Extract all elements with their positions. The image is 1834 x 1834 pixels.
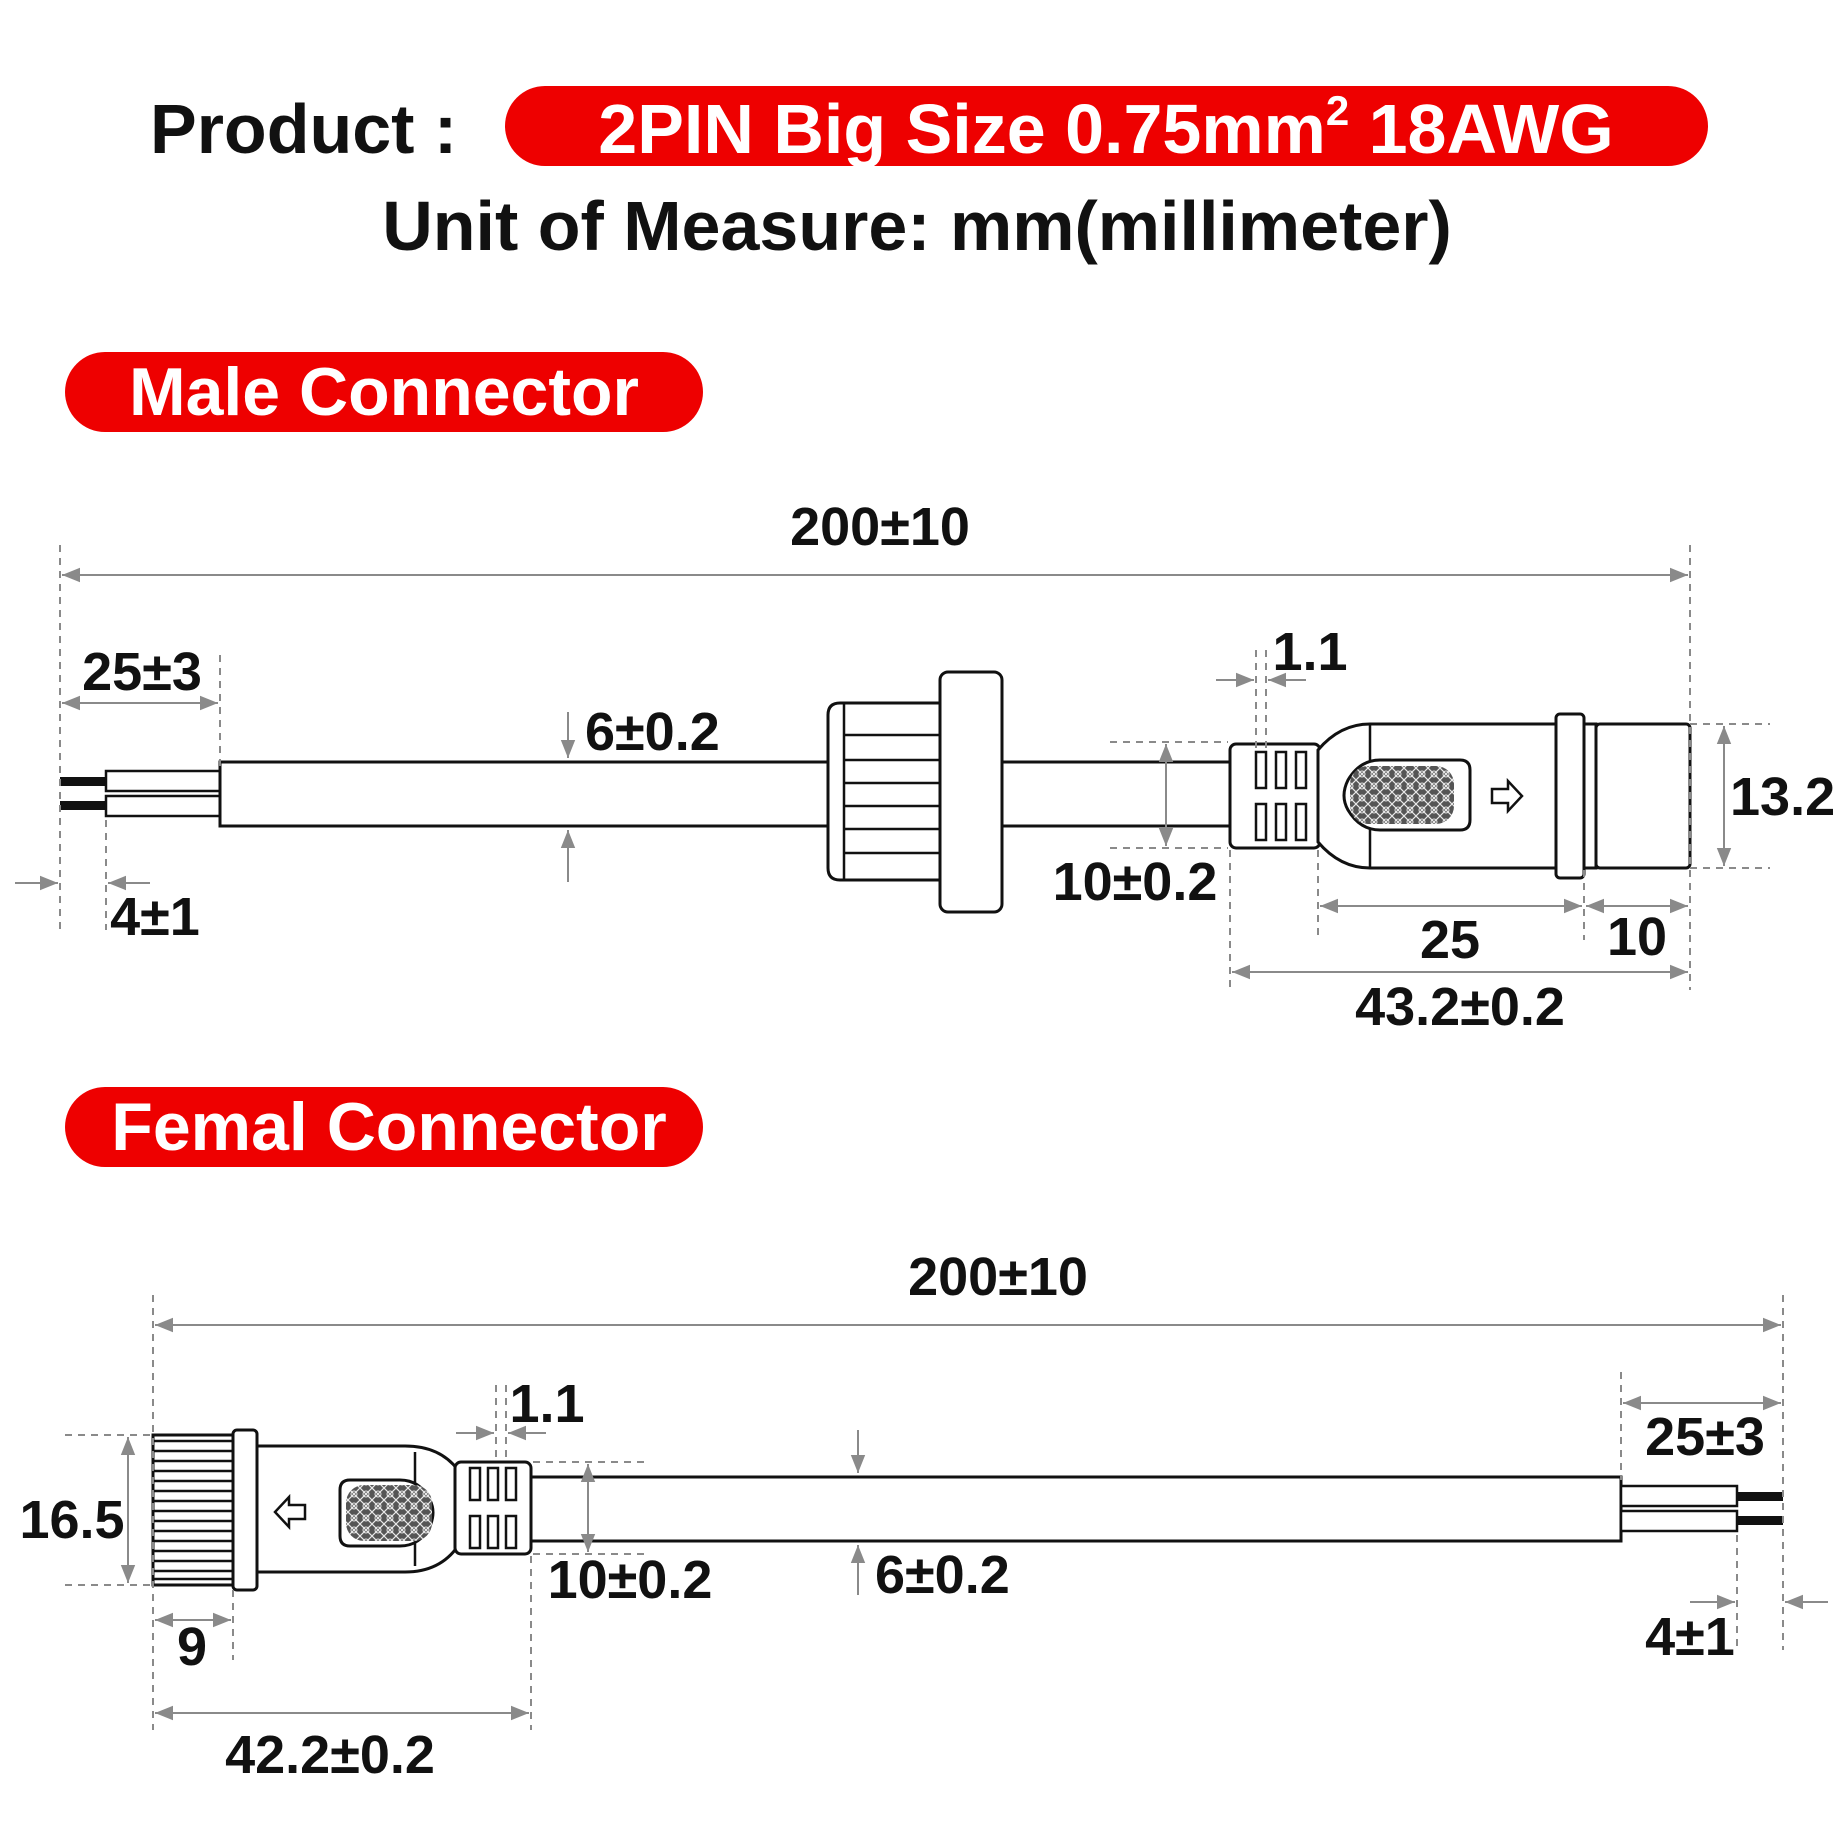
male-title: Male Connector: [129, 354, 639, 430]
female-cable-jacket: [529, 1475, 1623, 1543]
male-dim-boot-diameter: 10±0.2: [1053, 852, 1218, 912]
male-wire-bottom: [104, 794, 222, 818]
product-spec-superscript: 2: [1326, 87, 1349, 134]
male-section: Male Connector: [15, 352, 1834, 1037]
female-dim-strip-length: 25±3: [1645, 1407, 1765, 1467]
female-title: Femal Connector: [111, 1089, 666, 1165]
male-body: [1316, 712, 1692, 880]
male-dim-body-length: 25: [1420, 910, 1480, 970]
male-cable-jacket: [218, 760, 1232, 828]
male-panel-nut: [826, 670, 1004, 914]
female-grip-texture: [346, 1485, 432, 1541]
header: Product : 2PIN Big Size 0.75mm2 18AWG Un…: [150, 86, 1708, 265]
male-grip-texture: [1350, 766, 1454, 824]
female-dim-gap: 1.1: [509, 1374, 584, 1434]
female-dim-cable-diameter: 6±0.2: [875, 1545, 1010, 1605]
female-dim-total-length: 200±10: [908, 1247, 1088, 1307]
male-wire-top: [104, 769, 222, 793]
unit-of-measure: Unit of Measure: mm(millimeter): [382, 187, 1452, 265]
female-wire-top: [1619, 1484, 1739, 1508]
male-dim-tinned-tip: 4±1: [110, 887, 200, 947]
product-label: Product :: [150, 90, 457, 168]
male-dim-total-length: 200±10: [790, 497, 970, 557]
female-wire-bottom: [1619, 1509, 1739, 1533]
male-title-pill: [65, 352, 703, 432]
male-direction-arrow-icon: [1490, 777, 1524, 815]
female-wire-tip-bottom: [1737, 1516, 1783, 1525]
female-dim-head-diameter: 16.5: [19, 1490, 124, 1550]
female-title-pill: [65, 1087, 703, 1167]
male-boot: [1228, 742, 1322, 850]
male-dim-gap: 1.1: [1272, 622, 1347, 682]
male-wire-tip-top: [60, 777, 108, 786]
product-spec: 2PIN Big Size 0.75mm2 18AWG: [598, 87, 1613, 168]
product-spec-pill: [505, 86, 1708, 166]
female-direction-arrow-icon: [273, 1493, 307, 1531]
male-dim-nose-length: 10: [1607, 907, 1667, 967]
female-dim-thread-length: 9: [177, 1617, 207, 1677]
female-body: [255, 1444, 460, 1574]
female-wire-tip-top: [1737, 1492, 1783, 1501]
female-section: Femal Connector: [19, 1087, 1828, 1785]
female-dim-boot-diameter: 10±0.2: [548, 1550, 713, 1610]
female-cable-drawing: [151, 1428, 1783, 1592]
male-dim-connector-length: 43.2±0.2: [1355, 977, 1565, 1037]
male-dim-strip-length: 25±3: [82, 642, 202, 702]
product-spec-main: 2PIN Big Size 0.75mm: [598, 90, 1326, 168]
female-threaded-head: [151, 1428, 259, 1592]
female-dim-tinned-tip: 4±1: [1645, 1607, 1735, 1667]
male-cable-drawing: [60, 670, 1692, 914]
male-dimensions: 200±10 25±3 4±1 6±0.2 10±0.2 1.1: [15, 497, 1834, 1037]
female-boot: [453, 1460, 533, 1556]
female-dim-connector-length: 42.2±0.2: [225, 1725, 435, 1785]
product-spec-tail: 18AWG: [1349, 90, 1614, 168]
female-dimensions: 200±10 25±3 4±1 6±0.2 10±0.2 1.1 16.5: [19, 1247, 1828, 1785]
male-wire-tip-bottom: [60, 801, 108, 810]
male-dim-cable-diameter: 6±0.2: [585, 702, 720, 762]
male-dim-head-diameter: 13.2: [1730, 767, 1834, 827]
